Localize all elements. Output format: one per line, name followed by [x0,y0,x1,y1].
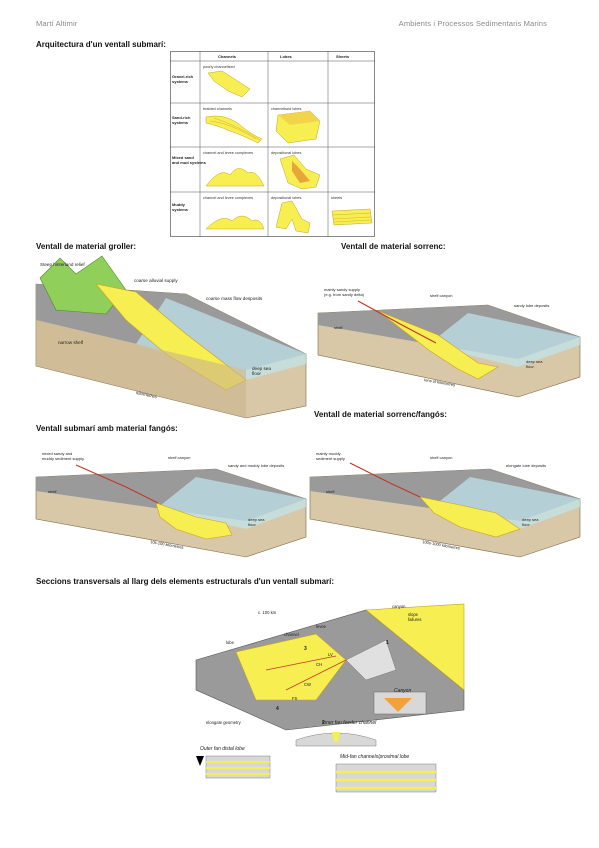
label-shelf: shelf [48,489,57,494]
table-row-label: Gravel-rich [172,74,194,79]
section-marker-1: 1 [386,640,389,646]
table-row-label: and mud systems [172,160,207,165]
label-levee: levee [316,624,327,629]
caption-inner-fan: Inner fan feeder channel [322,720,377,726]
label-floor: floor [248,522,256,527]
channel-levee-sketch [205,168,265,187]
label-floor: floor [252,371,261,376]
label-slope: slope [408,612,419,617]
label-canyon: canyon [392,604,406,609]
author-name: Martí Altimir [36,19,78,28]
table-cell-text: depositional lobes [271,151,301,155]
label-floor: deep sea [526,359,543,364]
label-scale: 100s-1000 kilometres [422,539,461,551]
label-scale: 10s-100 kilometres [150,539,184,550]
label-elongate: elongate geometry [206,720,242,725]
label-floor: deep sea [248,517,265,522]
table-cell-text: braided channels [203,107,232,111]
heading-muddy-fan: Ventall submarí amb material fangós: [36,424,178,433]
section-marker-3: 3 [304,646,307,652]
caption-canyon: Canyon [394,688,411,694]
sand-mud-fan-diagram: mainly muddy sediment supply shelf canyo… [309,451,581,558]
muddy-fan-diagram: mixed sandy and muddy sediment supply sh… [35,451,307,558]
table-cell-text: depositional lobes [271,196,301,200]
sheets-sketch [331,208,373,226]
table-col-lobes: Lobes [280,54,293,59]
table-row-label: Mixed sand [172,155,194,160]
label-supply: sediment supply [316,456,345,461]
label-shelf: narrow shelf [58,340,84,345]
label-scale: tens of kilometres [424,377,456,387]
caption-outer-fan: Outer fan distal lobe [200,746,245,752]
label-floor: floor [522,522,530,527]
label-supply: mixed sandy and [42,451,72,456]
label-scale: kilometres [136,390,158,399]
label-relief: Steep hinterland relief [40,262,85,267]
label-floor: deep sea [522,517,539,522]
label-scale: c. 100 km [258,610,277,615]
label-supply: mainly muddy [316,451,341,456]
label-canyon: shelf canyon [168,455,190,460]
heading-cross-sections: Seccions transversals al llarg dels elem… [36,577,335,586]
label-lobe: lobe [226,640,235,645]
cross-sections-diagram: c. 100 km canyon slope failures levee ch… [195,603,465,793]
course-title: Ambients i Processos Sedimentaris Marins [398,19,547,28]
label-massflow: coarse mass flow desposits [206,296,263,301]
label-lobe: elongate lobe deposits [506,463,546,468]
label-supply: muddy sediment supply [42,456,84,461]
table-row-label: systems [172,120,189,125]
label-channel: channel [284,632,299,637]
coarse-fan-diagram: Steep hinterland relief coarse alluvial … [35,255,307,419]
label-lobe: sandy and muddy lobe deposits [228,463,284,468]
table-row-label: systems [172,79,189,84]
muddy-lobes-sketch [275,200,311,234]
heading-sandy-fan: Ventall de material sorrenc: [341,242,446,251]
muddy-channel-levee-sketch [205,215,265,230]
label-canyon: shelf canyon [430,455,452,460]
table-cell-text: channel and levee complexes [203,151,253,155]
label-supply: (e.g. from sandy delta) [324,292,365,297]
section-marker-2: 2 [322,720,325,726]
label-lobe: sandy lobe deposits [514,303,549,308]
table-row-label: systems [172,207,189,212]
table-cell-text: poorly channelised [203,65,235,69]
label-floor: deep sea [252,366,271,371]
label-canyon: shelf canyon [430,293,452,298]
section-marker-4: 4 [276,706,279,712]
table-cell-text: sheets [331,196,342,200]
heading-coarse-fan: Ventall de material groller: [36,242,137,251]
label-slope: failures [408,617,422,622]
label-shelf: shelf [326,489,335,494]
caption-mid-fan: Mid-fan channels/proximal lobe [340,754,409,760]
sandy-fan-diagram: mainly sandy supply (e.g. from sandy del… [317,287,581,398]
label-fs: FS [292,696,298,701]
label-lv: LV [328,652,333,657]
fan-architecture-table: Channels Lobes Sheets Gravel-rich system… [170,51,375,237]
table-row-label: Muddy [172,202,186,207]
label-alluvial: coarse alluvial supply [134,278,178,283]
table-cell-text: channel and levee complexes [203,196,253,200]
heading-sand-mud-fan: Ventall de material sorrenc/fangós: [314,410,447,419]
label-supply: mainly sandy supply [324,287,360,292]
table-col-channels: Channels [218,54,237,59]
label-floor: floor [526,364,534,369]
gravel-fan-sketch [207,70,251,98]
label-shelf: shelf [334,325,343,330]
table-col-sheets: Sheets [336,54,350,59]
heading-architecture: Arquitectura d'un ventall submarí: [36,40,166,49]
label-cw: CW [304,682,311,687]
table-cell-text: channelised lobes [271,107,301,111]
table-row-label: Sand-rich [172,115,191,120]
label-ch: CH [316,662,322,667]
